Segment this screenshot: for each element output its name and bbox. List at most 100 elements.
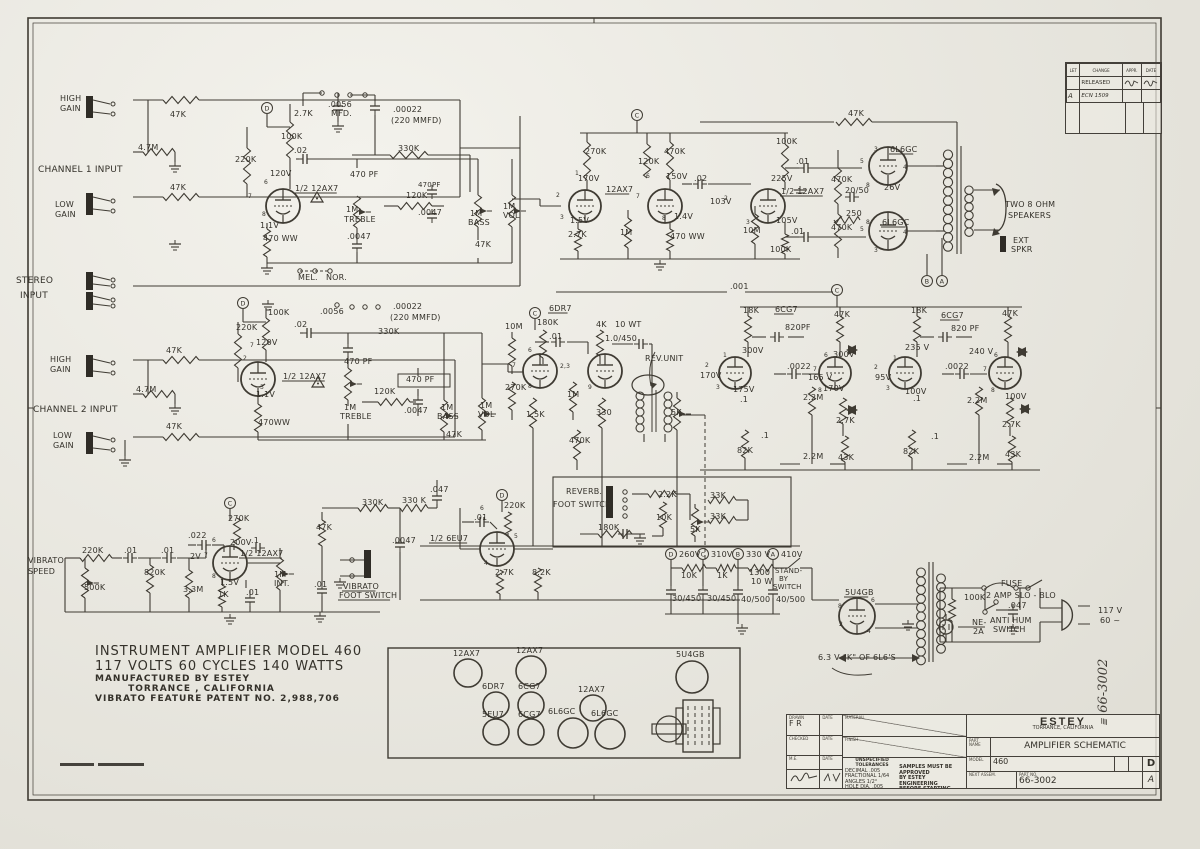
resistor [838, 397, 848, 425]
schematic-label: .001 [730, 282, 749, 291]
coil [635, 399, 645, 409]
schematic-label: 300V [833, 350, 855, 359]
wire [92, 208, 111, 212]
coil [964, 185, 974, 195]
rev-header: CHANGE [1079, 63, 1123, 77]
margin-handwritten-number: ≣ 66-3002 [1096, 658, 1111, 726]
coil [663, 391, 673, 401]
resistor [573, 228, 583, 252]
resistor [747, 563, 775, 573]
resistor [507, 337, 517, 367]
resistor [217, 584, 227, 608]
resistor [1005, 397, 1015, 425]
schematic-label: 2.2M [803, 393, 823, 402]
schematic-label: 165 V [808, 373, 833, 382]
footswitch-jack [364, 550, 371, 578]
resistor [262, 228, 272, 258]
wire [92, 196, 111, 202]
rev-cell [1121, 76, 1142, 90]
pin-number: 4 [484, 560, 488, 567]
pin-number: 3 [746, 219, 750, 226]
switch-contact [622, 489, 628, 495]
schematic-label: FOOT SWITCH [339, 591, 397, 600]
neon-lamp [938, 619, 954, 635]
schematic-label: 4.7M [138, 143, 158, 152]
schematic-label: 100K [281, 132, 303, 141]
schematic-label: BASS [468, 218, 490, 227]
resistor [142, 147, 176, 157]
schematic-label: 82K [903, 447, 920, 456]
schematic-label: 180K [537, 318, 559, 327]
schematic-label: 47K [834, 310, 851, 319]
resistor [145, 564, 155, 594]
material-cell: MATERIAL [843, 715, 967, 737]
pin-number: 2 [874, 364, 878, 371]
schematic-label: 170V [823, 384, 845, 393]
tolerances-title: UNSPECIFIED TOLERANCES [855, 758, 889, 768]
coil [916, 629, 926, 639]
mains-plug [1061, 598, 1074, 632]
schematic-label: 8.2K [532, 568, 551, 577]
schematic-label: 1.4V [674, 212, 693, 221]
schematic-label: 95V [875, 373, 892, 382]
rev-cell: ECN 1509 [1079, 89, 1123, 103]
chart-tube-label: 6CG7 [518, 710, 541, 719]
input-jack [86, 272, 93, 290]
schematic-label: 820PF [785, 323, 811, 332]
switch-contact [362, 304, 368, 310]
resistor [162, 432, 200, 442]
schematic-label: GAIN [50, 365, 71, 374]
schematic-label: .01 [791, 227, 804, 236]
pin-number: 8 [662, 215, 666, 222]
schematic-label: 100K [268, 308, 290, 317]
node-circle [665, 548, 677, 560]
schematic-label: 47K [170, 183, 187, 192]
schematic-label: 1M [344, 403, 356, 412]
schematic-label: 47K [166, 422, 183, 431]
pin-number: 6 [824, 352, 828, 359]
schematic-label: 330K [378, 327, 400, 336]
schematic-label: 5U4GB [845, 588, 874, 597]
node-letter: C [228, 500, 233, 508]
coil [916, 585, 926, 595]
pin-number: 6 [480, 505, 484, 512]
drawn-label: DRAWN [789, 715, 805, 720]
schematic-label: LOW [55, 200, 74, 209]
node-circle [529, 307, 541, 319]
coil [916, 576, 926, 587]
coil [936, 582, 946, 593]
schematic-label: 1.1V [260, 221, 279, 230]
chart-tube-label: 5U4GB [676, 650, 705, 659]
coil [936, 573, 946, 584]
resistor [681, 563, 707, 573]
schematic-label: 1/2 6EU7 [430, 534, 468, 543]
pin-number: 4 [903, 229, 907, 236]
schematic-label: GAIN [53, 441, 74, 450]
schematic-label: 10M [505, 322, 523, 331]
pin-number: 7 [248, 193, 252, 200]
coil [916, 611, 926, 622]
schematic-label: STEREO [16, 276, 53, 286]
node-circle [732, 548, 744, 560]
resistor [80, 567, 90, 599]
model-cell: 460 [991, 756, 1115, 772]
node-circle [496, 489, 508, 501]
schematic-label: 10K [656, 513, 673, 522]
wire [984, 603, 997, 611]
resistor [740, 429, 750, 459]
schematic-label: .0047 [347, 232, 371, 241]
resistor [1003, 315, 1013, 343]
pin-number: 7 [636, 193, 640, 200]
footswitch-jack [606, 486, 613, 518]
schematic-label: 120K [406, 191, 428, 200]
wire [92, 435, 111, 441]
schematic-label: CHANNEL 2 INPUT [33, 405, 118, 415]
pot-wiper [446, 413, 453, 419]
node-circle [831, 284, 843, 296]
schematic-label: 470 WW [263, 234, 298, 243]
pin-number: 6 [871, 597, 875, 604]
schematic-label: 47K [316, 523, 333, 532]
indicator-triangle [848, 345, 858, 355]
schematic-label: 40/500 [776, 595, 805, 604]
resistor [665, 228, 675, 252]
